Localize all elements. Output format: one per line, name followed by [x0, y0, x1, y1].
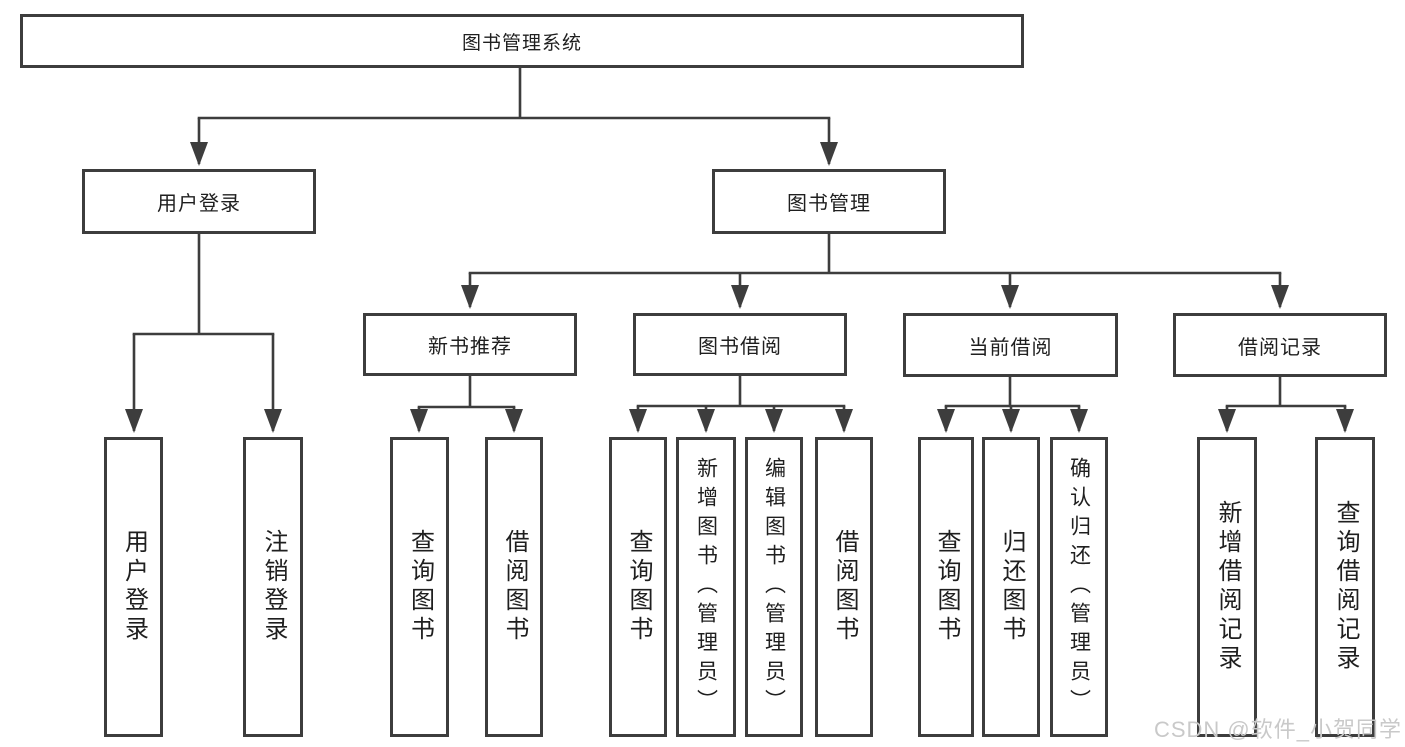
leaf-rec-query-books-label: 查询图书 [406, 529, 434, 645]
leaf-cb-confirm-return-label: 确认归还（管理员） [1067, 456, 1091, 718]
leaf-bb-borrow-books-label: 借阅图书 [831, 529, 858, 645]
leaf-bb-query-books: 查询图书 [609, 437, 667, 737]
connector-trunks [132, 66, 1347, 409]
node-current-borrow-label: 当前借阅 [968, 336, 1053, 359]
leaf-logout: 注销登录 [243, 437, 303, 737]
leaf-cb-return-books: 归还图书 [982, 437, 1040, 737]
leaf-bb-edit-books: 编辑图书（管理员） [745, 437, 803, 737]
node-book-borrow-label: 图书借阅 [698, 336, 782, 358]
node-current-borrow: 当前借阅 [903, 313, 1118, 377]
node-book-borrow: 图书借阅 [633, 313, 847, 376]
leaf-user-login-label: 用户登录 [120, 529, 148, 645]
connector-currentborrow-split [944, 375, 1081, 408]
leaf-rec-query-books: 查询图书 [390, 437, 449, 737]
leaf-rec-borrow-books-label: 借阅图书 [501, 529, 528, 645]
leaf-bb-query-books-label: 查询图书 [625, 529, 652, 645]
node-user-login: 用户登录 [82, 169, 316, 234]
node-user-login-label: 用户登录 [157, 193, 241, 215]
leaf-logout-label: 注销登录 [260, 529, 287, 645]
leaf-bb-borrow-books: 借阅图书 [815, 437, 873, 737]
connector-root-split [197, 66, 831, 120]
leaf-bb-add-books: 新增图书（管理员） [676, 437, 736, 737]
connector-borrowrecords-split [1225, 375, 1347, 408]
leaf-cb-confirm-return: 确认归还（管理员） [1050, 437, 1108, 737]
leaf-cb-return-books-label: 归还图书 [998, 529, 1025, 645]
leaf-br-query-record: 查询借阅记录 [1315, 437, 1375, 737]
leaf-bb-edit-books-label: 编辑图书（管理员） [762, 456, 786, 718]
connector-newbookrec-split [417, 374, 516, 409]
watermark: CSDN @软件_小贺同学 [1153, 717, 1402, 742]
node-borrow-records-label: 借阅记录 [1238, 336, 1322, 359]
leaf-rec-borrow-books: 借阅图书 [485, 437, 543, 737]
node-borrow-records: 借阅记录 [1173, 313, 1387, 377]
connector-bookmgmt-split [468, 232, 1282, 275]
leaf-br-add-record: 新增借阅记录 [1197, 437, 1257, 737]
leaf-br-query-record-label: 查询借阅记录 [1332, 500, 1359, 674]
node-book-mgmt: 图书管理 [712, 169, 946, 234]
connector-userlogin-split [132, 232, 275, 336]
connector-arrows [125, 118, 1354, 433]
connector-bookborrow-split [636, 374, 846, 408]
leaf-cb-query-books-label: 查询图书 [933, 529, 960, 645]
leaf-bb-add-books-label: 新增图书（管理员） [694, 456, 718, 718]
node-root-label: 图书管理系统 [461, 32, 582, 54]
node-new-book-rec-label: 新书推荐 [428, 336, 512, 358]
node-root: 图书管理系统 [20, 14, 1024, 68]
leaf-br-add-record-label: 新增借阅记录 [1214, 500, 1241, 674]
leaf-user-login: 用户登录 [104, 437, 163, 737]
leaf-cb-query-books: 查询图书 [918, 437, 974, 737]
node-book-mgmt-label: 图书管理 [787, 193, 871, 215]
node-new-book-rec: 新书推荐 [363, 313, 577, 376]
